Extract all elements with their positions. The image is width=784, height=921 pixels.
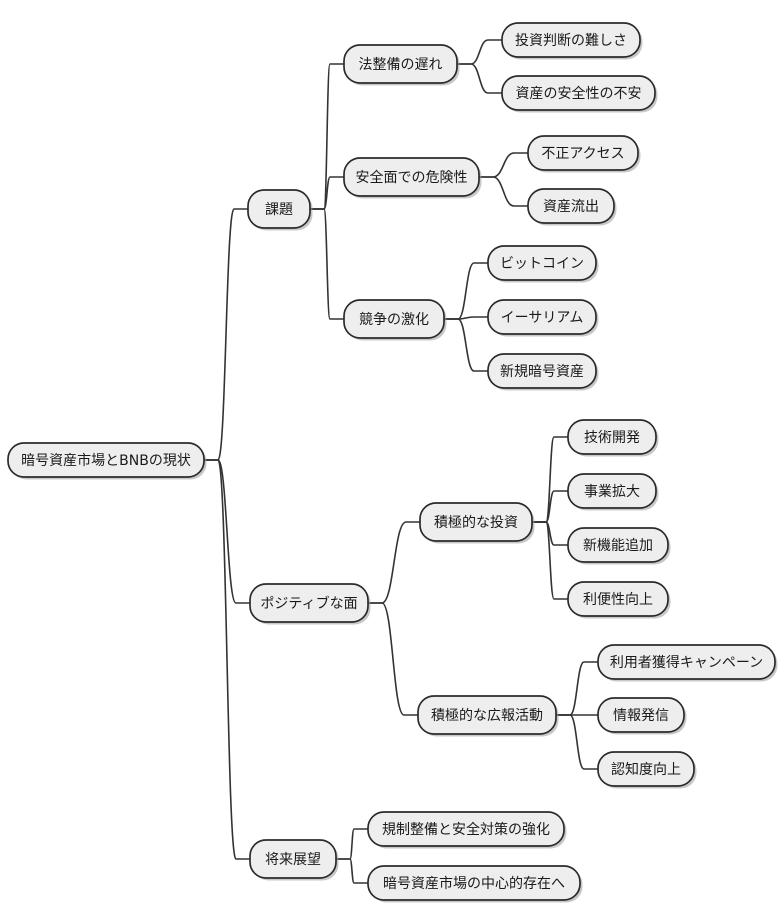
node-label: 規制整備と安全対策の強化 [382,821,550,838]
node-label: 技術開発 [584,430,640,446]
node-label: 利便性向上 [583,592,653,608]
mindmap-node-b1c2[interactable]: 安全面での危険性 [343,157,482,199]
node-box [249,839,337,879]
node-box [417,695,557,735]
mindmap-node-b2c2l1[interactable]: 利用者獲得キャンペーン [597,644,778,682]
node-box [567,419,657,455]
connector-root-to-b3 [203,459,251,860]
mindmap-node-b3c2[interactable]: 暗号資産市場の中心的存在へ [367,865,583,903]
node-label: 新規暗号資産 [500,364,584,380]
node-label: 不正アクセス [541,146,624,162]
node-label: ビットコイン [500,256,584,272]
node-box [7,442,205,478]
mindmap-node-b2c2l2[interactable]: 情報発信 [597,697,687,735]
node-box [501,75,656,111]
node-label: 競争の激化 [359,311,429,328]
node-label: 事業拡大 [584,484,640,500]
mindmap-node-b1c2l2[interactable]: 資産流出 [527,188,617,226]
mindmap-node-b1c1[interactable]: 法整備の遅れ [343,44,460,86]
mindmap-node-b2c1l1[interactable]: 技術開発 [567,419,659,457]
connector-b1c1-to-b1c1l1 [456,39,503,65]
node-box [419,502,533,542]
node-label: 資産の安全性の不安 [516,85,642,102]
node-label: ポジティブな面 [260,595,357,612]
connector-b1c3-to-b1c3l3 [443,318,489,372]
connector-b1c3-to-b1c3l1 [443,262,489,320]
node-box [343,299,445,339]
mindmap-node-b1c3l1[interactable]: ビットコイン [487,245,599,283]
node-box [487,245,597,281]
node-box [487,299,597,335]
mindmap-node-b2c2[interactable]: 積極的な広報活動 [417,695,559,737]
connector-b1c2-to-b1c2l1 [478,152,529,178]
connector-b1-to-b1c2 [309,176,345,210]
node-box [487,353,597,389]
node-label: 積極的な広報活動 [431,708,543,724]
node-box [367,865,581,901]
node-box [527,188,615,224]
mindmap-node-b1c3l2[interactable]: イーサリアム [487,299,599,337]
node-label: 認知度向上 [611,761,681,778]
connector-b2c1-to-b2c1l2 [531,490,569,523]
mindmap-node-b1c3l3[interactable]: 新規暗号資産 [487,353,599,391]
node-box [501,22,641,58]
mindmap-node-b2c1l4[interactable]: 利便性向上 [567,581,671,619]
connector-b2c1-to-b2c1l3 [531,521,569,546]
connector-b1-to-b1c3 [309,208,345,320]
node-box [247,189,311,229]
connector-b1c1-to-b1c1l2 [456,63,503,94]
mindmap-node-b3c1[interactable]: 規制整備と安全対策の強化 [367,811,567,849]
node-label: 将来展望 [265,852,321,868]
node-layer: 暗号資産市場とBNBの現状 課題 法整備の遅れ 投資判断の難しさ資産の安全性の不安安全… [7,22,778,903]
node-box [527,135,639,171]
edge-layer [203,39,599,884]
mindmap-node-b2[interactable]: ポジティブな面 [249,583,371,625]
connector-b2-to-b2c1 [367,521,421,604]
node-box [367,811,565,847]
connector-b2-to-b2c2 [367,602,419,716]
mindmap-node-b1c2l1[interactable]: 不正アクセス [527,135,641,173]
node-label: 暗号資産市場の中心的存在へ [383,875,565,892]
connector-b3-to-b3c2 [335,858,369,884]
mindmap-node-b2c1[interactable]: 積極的な投資 [419,502,535,544]
mindmap-node-b1c1l2[interactable]: 資産の安全性の不安 [501,75,658,113]
node-label: イーサリアム [501,310,584,326]
node-label: 課題 [265,202,293,218]
mindmap-node-b2c1l3[interactable]: 新機能追加 [567,527,671,565]
connector-b3-to-b3c1 [335,828,369,860]
node-box [343,44,458,84]
node-box [343,157,480,197]
mindmap-node-b1c1l1[interactable]: 投資判断の難しさ [501,22,643,60]
connector-b2c1-to-b2c1l4 [531,521,569,600]
node-label: 安全面での危険性 [356,169,468,186]
node-label: 資産流出 [543,199,599,215]
mindmap-node-root[interactable]: 暗号資産市場とBNBの現状 [7,442,207,480]
node-label: 積極的な投資 [434,515,518,531]
mindmap-node-b3[interactable]: 将来展望 [249,839,339,881]
node-label: 利用者獲得キャンペーン [610,654,763,671]
node-box [567,581,669,617]
node-label: 法整備の遅れ [359,57,443,73]
mindmap-node-b2c2l3[interactable]: 認知度向上 [597,751,697,789]
mindmap-node-b2c1l2[interactable]: 事業拡大 [567,473,659,511]
mindmap-node-b1[interactable]: 課題 [247,189,313,231]
connector-root-to-b1 [203,208,249,461]
node-label: 投資判断の難しさ [515,33,627,49]
node-label: 暗号資産市場とBNBの現状 [21,452,191,469]
node-label: 情報発信 [613,708,669,724]
node-label: 新機能追加 [583,538,653,554]
node-box [597,751,695,787]
node-box [597,697,685,733]
connector-b2c2-to-b2c2l1 [555,661,599,716]
connector-b2c2-to-b2c2l3 [555,714,599,770]
connector-root-to-b2 [203,459,251,604]
node-box [249,583,369,623]
node-box [597,644,776,680]
node-box [567,527,669,563]
connector-b1c2-to-b1c2l2 [478,176,529,207]
node-box [567,473,657,509]
mindmap-node-b1c3[interactable]: 競争の激化 [343,299,447,341]
